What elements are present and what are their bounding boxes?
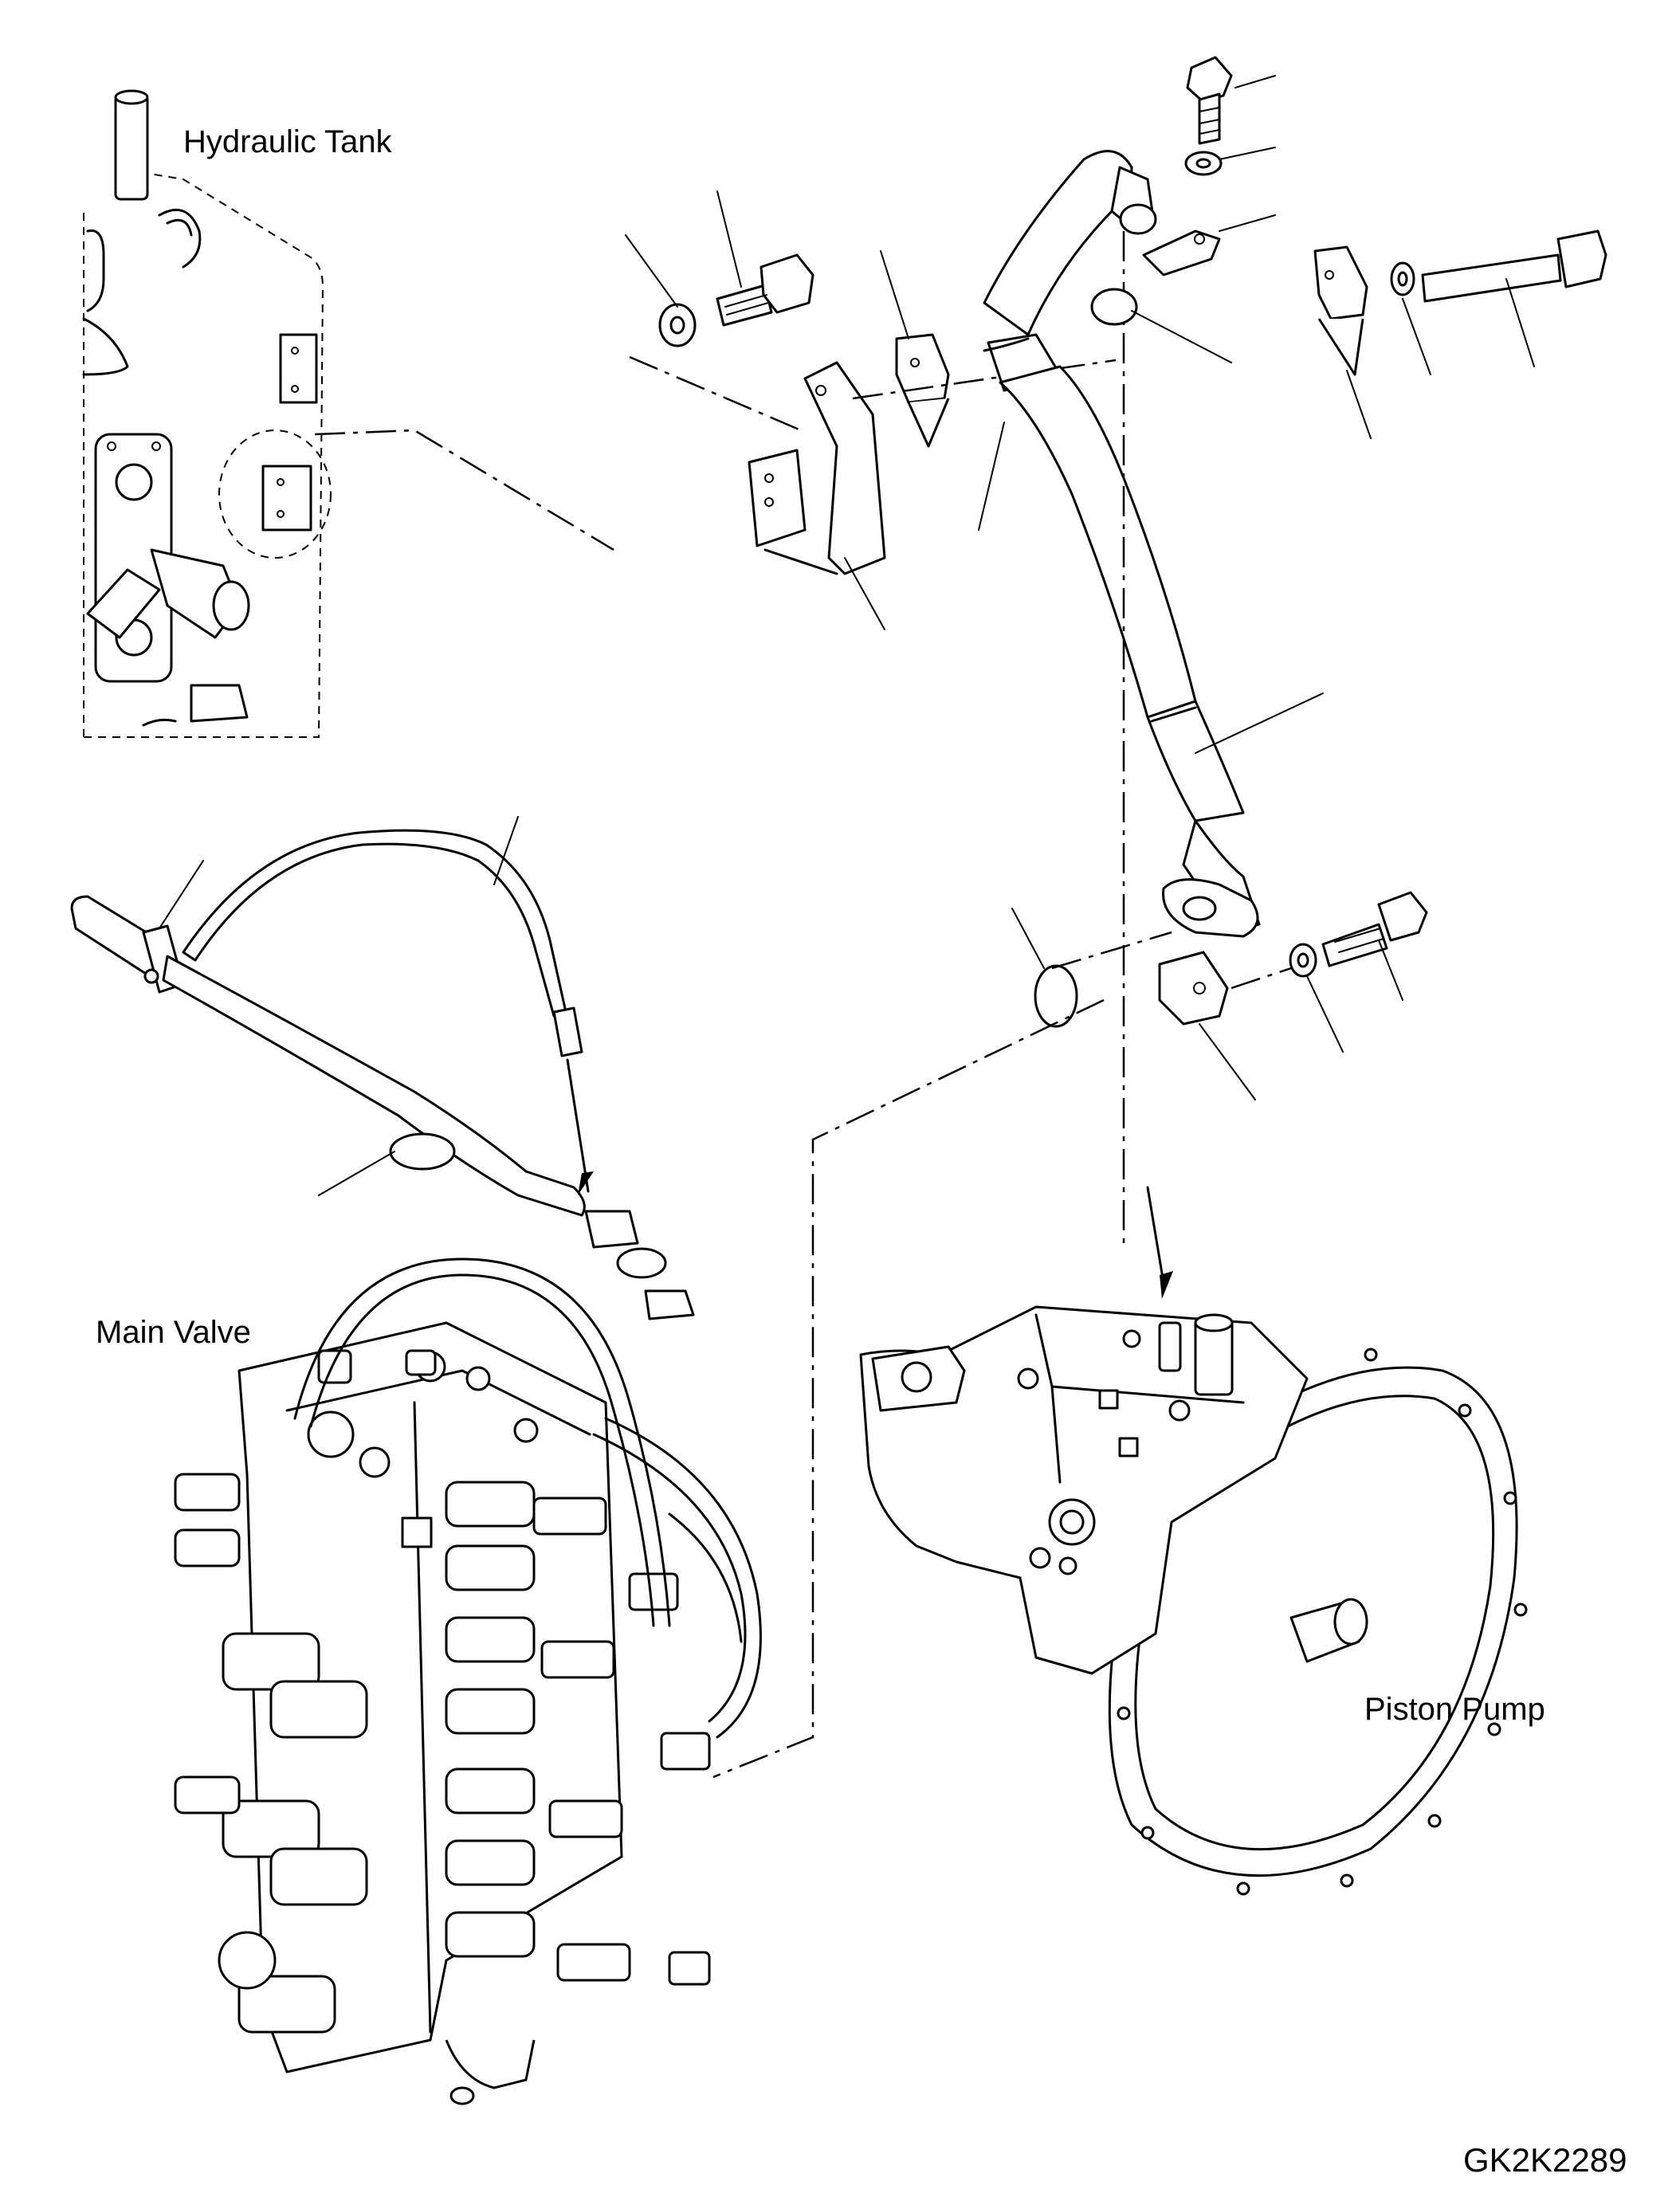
suction-hose xyxy=(983,56,1607,1243)
piston-pump-drawing xyxy=(859,1186,1528,1896)
hydraulic-tank-label: Hydraulic Tank xyxy=(183,124,392,159)
valve-spool-plugs-right xyxy=(445,1481,711,1986)
bracket-assembly xyxy=(314,253,1117,575)
piston-pump-label: Piston Pump xyxy=(1364,1692,1545,1727)
pilot-hose xyxy=(70,829,695,1320)
valve-spool-caps-left xyxy=(174,1473,368,2034)
main-valve-drawing xyxy=(174,1257,762,2105)
callout-leader-lines xyxy=(159,75,1535,1196)
hydraulic-tank-drawing xyxy=(82,88,332,738)
pump-flange-assembly xyxy=(712,891,1428,1779)
main-valve-label: Main Valve xyxy=(96,1315,251,1350)
drawing-code-label: GK2K2289 xyxy=(1463,2141,1627,2179)
